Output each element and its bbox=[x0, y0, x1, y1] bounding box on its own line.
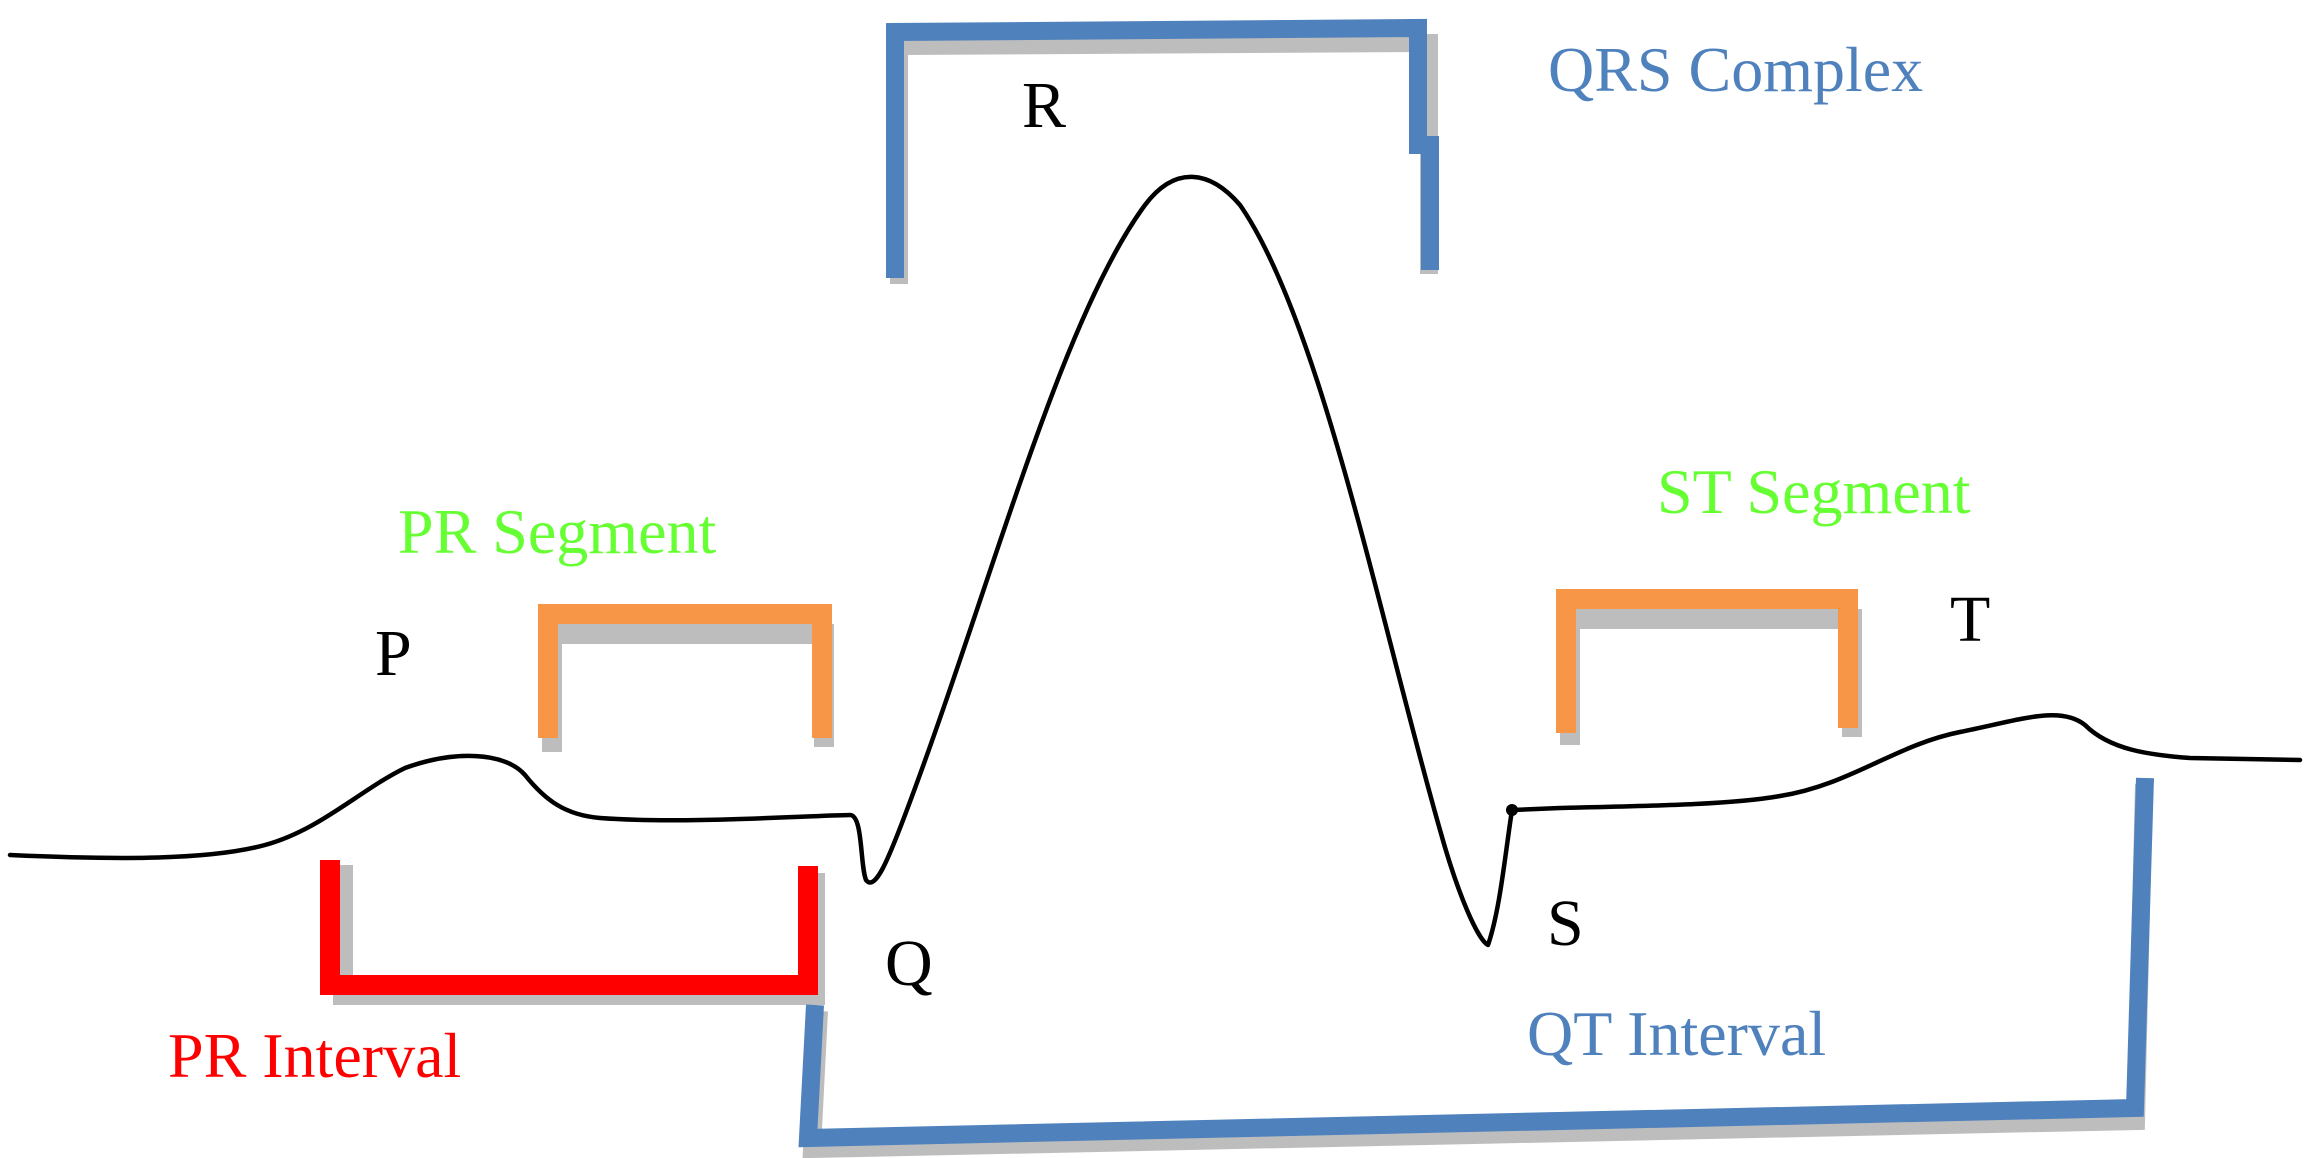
ecg-trace bbox=[7, 174, 2303, 948]
st-segment-label: ST Segment bbox=[1657, 456, 1971, 527]
st-segment-bracket-shadow bbox=[1560, 609, 1862, 745]
qrs-complex-label: QRS Complex bbox=[1548, 34, 1923, 105]
j-point-dot bbox=[1506, 804, 1518, 816]
pr-interval-label: PR Interval bbox=[168, 1020, 461, 1091]
pr-interval-bracket bbox=[320, 860, 818, 995]
q-wave-label: Q bbox=[885, 927, 933, 1000]
r-wave-label: R bbox=[1022, 69, 1066, 142]
qt-interval-bracket-shadow bbox=[802, 783, 2153, 1158]
qt-interval-label: QT Interval bbox=[1527, 998, 1826, 1069]
p-wave-label: P bbox=[375, 617, 412, 690]
pr-segment-label: PR Segment bbox=[398, 496, 716, 567]
t-wave-label: T bbox=[1950, 583, 1990, 656]
qt-interval-bracket bbox=[798, 777, 2154, 1148]
st-segment-bracket bbox=[1556, 589, 1858, 733]
pr-segment-bracket-shadow bbox=[542, 624, 834, 752]
qrs-complex-bracket-shadow bbox=[890, 33, 1438, 284]
qrs-complex-bracket bbox=[886, 18, 1439, 278]
s-wave-label: S bbox=[1547, 887, 1584, 960]
pr-segment-bracket bbox=[538, 604, 832, 738]
